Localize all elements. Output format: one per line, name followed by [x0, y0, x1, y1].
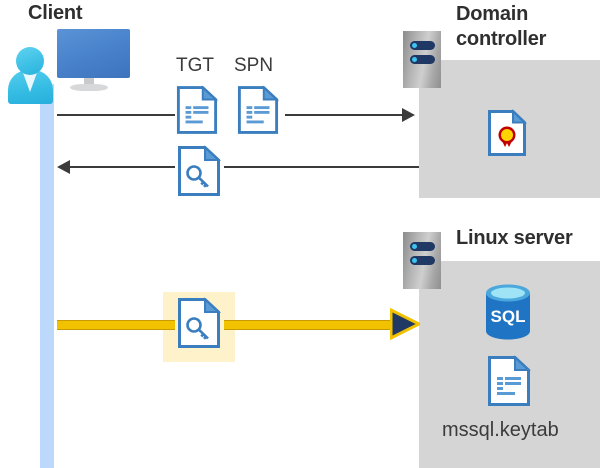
server-led-1	[412, 43, 417, 48]
server-led-1	[412, 244, 417, 249]
response-arrow-line-left	[69, 166, 175, 168]
domain-controller-server-icon	[403, 31, 441, 88]
response-arrow-line-right	[224, 166, 419, 168]
keytab-filename-label: mssql.keytab	[442, 419, 559, 441]
spn-label: SPN	[234, 55, 274, 76]
certificate-icon	[487, 109, 527, 157]
user-head-icon	[16, 47, 44, 75]
tgt-document-icon	[176, 85, 218, 135]
service-ticket-arrow-head	[389, 307, 423, 345]
service-ticket-arrow-line-right	[224, 320, 395, 330]
server-led-bar-1	[410, 41, 435, 50]
client-lifeline	[40, 84, 54, 468]
spn-document-icon	[237, 85, 279, 135]
keytab-document-icon	[487, 355, 531, 407]
user-collar-icon	[22, 70, 38, 92]
server-led-bar-1	[410, 242, 435, 251]
request-arrow-line-right	[285, 114, 402, 116]
tgt-label: TGT	[176, 55, 214, 76]
request-arrow-head	[402, 108, 415, 122]
monitor-icon	[57, 29, 130, 78]
domain-controller-title-line2: controller	[456, 28, 547, 50]
response-key-document-icon	[177, 145, 221, 197]
monitor-base-icon	[70, 84, 108, 91]
monitor-stand-icon	[84, 78, 94, 87]
service-ticket-arrow-line-left	[57, 320, 175, 330]
server-led-2	[412, 258, 417, 263]
service-ticket-key-document-icon	[177, 297, 221, 349]
domain-controller-title: Domain controller	[456, 2, 546, 52]
sql-database-icon: SQL	[482, 282, 534, 342]
svg-text:SQL: SQL	[491, 307, 526, 326]
request-arrow-line-left	[57, 114, 175, 116]
server-led-bar-2	[410, 256, 435, 265]
server-led-2	[412, 57, 417, 62]
server-led-bar-2	[410, 55, 435, 64]
linux-server-title: Linux server	[456, 227, 573, 249]
response-arrow-head	[57, 160, 70, 174]
linux-server-icon	[403, 232, 441, 289]
client-title: Client	[28, 2, 83, 24]
domain-controller-title-line1: Domain	[456, 3, 529, 25]
